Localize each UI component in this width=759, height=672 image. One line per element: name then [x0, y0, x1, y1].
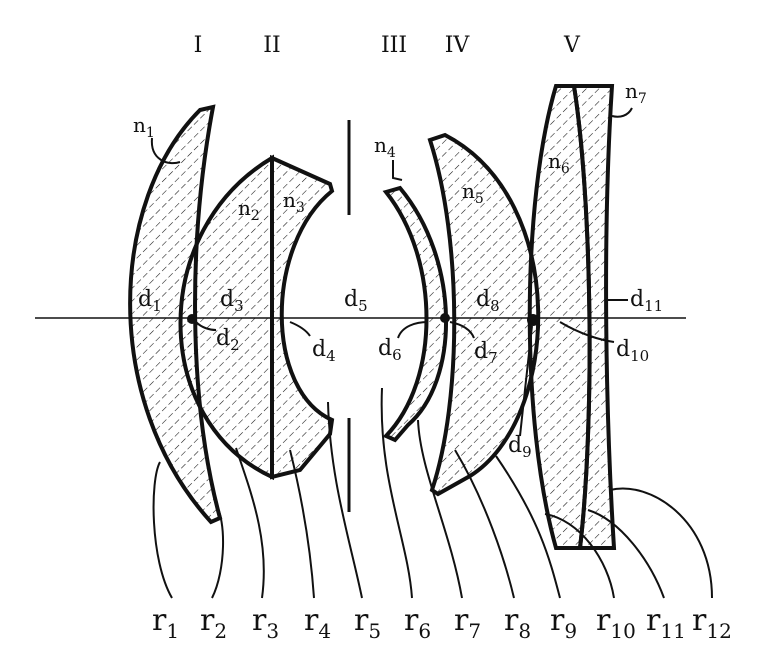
- radius-label-r6: r6: [404, 603, 431, 643]
- spacing-leader-d7: [449, 321, 475, 339]
- spacing-label-d4: d4: [312, 337, 336, 365]
- spacing-label-d10: d10: [616, 337, 649, 365]
- spacing-leader-d4: [289, 321, 311, 337]
- radius-label-r1: r1: [152, 603, 179, 643]
- radius-leaders: [152, 387, 713, 599]
- index-leader-n7: [611, 107, 633, 118]
- radius-label-r3: r3: [252, 603, 279, 643]
- lens-group-label-5: V: [563, 33, 581, 58]
- lens-group-label-1: I: [194, 33, 203, 58]
- cement-line-6-7: [572, 85, 592, 549]
- index-leader-n1: [150, 137, 181, 165]
- spacing-label-d7: d7: [474, 339, 498, 367]
- radius-label-r5: r5: [354, 603, 381, 643]
- lens-group-label-4: IV: [445, 33, 471, 58]
- radius-label-r12: r12: [692, 603, 732, 643]
- index-label-n2: n2: [238, 196, 260, 224]
- radius-label-r2: r2: [200, 603, 227, 643]
- spacing-label-d2: d2: [216, 326, 240, 354]
- radius-label-r11: r11: [646, 603, 686, 643]
- index-label-n3: n3: [283, 188, 305, 216]
- spacing-label-d3: d3: [220, 287, 244, 315]
- lens-element-1: [128, 104, 223, 525]
- spacing-label-d1: d1: [138, 287, 162, 315]
- spacing-label-d6: d6: [378, 336, 402, 364]
- spacing-label-d5: d5: [344, 287, 368, 315]
- index-leader-n4: [392, 160, 403, 181]
- index-label-n6: n6: [548, 149, 570, 177]
- spacing-leader-d9: [519, 325, 533, 437]
- spacing-leader-d10: [559, 321, 615, 343]
- index-label-n1: n1: [133, 113, 155, 141]
- lens-element-4: [382, 185, 449, 443]
- lens-group-label-2: II: [263, 33, 280, 58]
- spacing-label-d8: d8: [476, 287, 500, 315]
- lens-group-label-3: III: [381, 33, 407, 58]
- spacing-label-d11: d11: [630, 287, 663, 315]
- radius-label-r10: r10: [596, 603, 636, 643]
- spacing-leader-d6: [397, 321, 429, 339]
- radius-label-r4: r4: [304, 603, 331, 643]
- radius-label-r8: r8: [504, 603, 531, 643]
- index-label-n7: n7: [625, 79, 647, 107]
- spacing-label-d9: d9: [508, 433, 532, 461]
- index-label-n5: n5: [462, 179, 484, 207]
- radius-label-r9: r9: [550, 603, 577, 643]
- lens-element-3: [270, 154, 335, 480]
- vertex-markers: [187, 313, 539, 326]
- spacing-leader-d2: [195, 321, 217, 331]
- radius-label-r7: r7: [454, 603, 481, 643]
- index-label-n4: n4: [374, 133, 396, 161]
